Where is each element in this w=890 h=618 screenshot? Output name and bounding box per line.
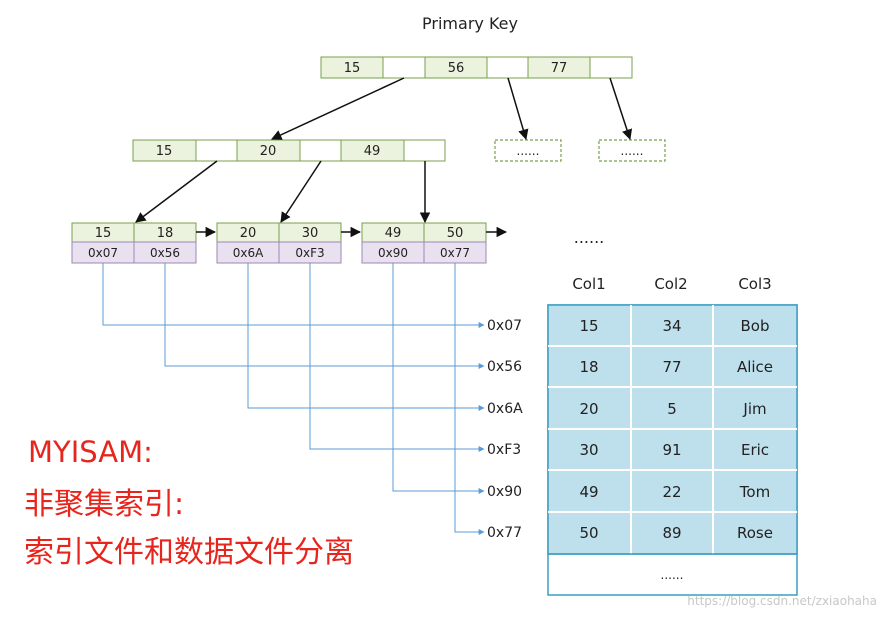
leaf-node: 15 18 0x07 0x56: [71, 222, 197, 264]
diagram-title: Primary Key: [422, 14, 518, 33]
caption-engine: MYISAM:: [28, 435, 153, 469]
leaf-node: 20 30 0x6A 0xF3: [216, 222, 342, 264]
table-more-rows: ......: [661, 568, 684, 582]
internal-pointer-cell: [403, 139, 446, 162]
leaf-node: 49 50 0x90 0x77: [361, 222, 487, 264]
placeholder-node: ......: [598, 139, 666, 162]
leaf-key: 18: [157, 226, 174, 241]
internal-key: 15: [156, 144, 173, 159]
leaf-address: 0x07: [88, 246, 118, 260]
row-address-label: 0xF3: [487, 442, 521, 458]
table-row: 20 5 Jim: [579, 400, 766, 418]
address-link: [164, 263, 485, 369]
table-cell: 91: [662, 441, 681, 459]
leaf-address: 0xF3: [295, 246, 324, 260]
table-row: 15 34 Bob: [579, 317, 769, 335]
table-cell: 49: [579, 483, 598, 501]
data-table: Col1 Col2 Col3 15 34 Bob 18 77 Alice 20 …: [547, 275, 798, 596]
table-row: 50 89 Rose: [579, 524, 773, 542]
more-leaves-ellipsis: ......: [574, 228, 605, 247]
tree-arrow: [609, 77, 633, 140]
internal-key: 20: [260, 144, 277, 159]
root-key: 15: [344, 61, 361, 76]
table-row: 18 77 Alice: [579, 358, 773, 376]
internal-pointer-cell: [299, 139, 342, 162]
tree-arrow: [507, 77, 529, 141]
table-cell: 89: [662, 524, 681, 542]
leaf-key: 20: [240, 226, 257, 241]
internal-node: 15 20 49: [132, 139, 446, 162]
address-links: [102, 263, 485, 535]
placeholder-dots: ......: [517, 144, 540, 158]
table-cell: Bob: [741, 317, 770, 335]
leaf-key: 30: [302, 226, 319, 241]
table-cell: 5: [667, 400, 677, 418]
caption-index-type: 非聚集索引:: [24, 487, 184, 522]
table-row: 30 91 Eric: [579, 441, 769, 459]
table-cell: Alice: [737, 358, 773, 376]
address-link: [392, 263, 485, 494]
root-pointer-cell: [382, 56, 426, 79]
row-address-label: 0x90: [487, 484, 522, 500]
table-header: Col1: [572, 275, 605, 293]
row-address-label: 0x6A: [487, 401, 523, 417]
table-cell: 18: [579, 358, 598, 376]
address-link: [102, 263, 485, 328]
tree-arrow: [280, 160, 322, 223]
table-cell: 34: [662, 317, 681, 335]
leaf-address: 0x56: [150, 246, 180, 260]
table-cell: Jim: [742, 400, 766, 418]
table-cell: 20: [579, 400, 598, 418]
tree-arrow: [271, 77, 405, 140]
table-cell: Rose: [737, 524, 773, 542]
internal-key: 49: [364, 144, 381, 159]
row-address-label: 0x56: [487, 359, 522, 375]
table-cell: 77: [662, 358, 681, 376]
table-cell: 50: [579, 524, 598, 542]
address-link: [309, 263, 485, 452]
root-pointer-cell: [589, 56, 633, 79]
leaf-address: 0x90: [378, 246, 408, 260]
leaf-address: 0x6A: [233, 246, 264, 260]
table-cell: Tom: [739, 483, 770, 501]
row-address-label: 0x77: [487, 525, 522, 541]
table-row: 49 22 Tom: [579, 483, 770, 501]
tree-arrows: [135, 77, 633, 238]
root-key: 56: [448, 61, 465, 76]
tree-arrow: [135, 160, 218, 223]
placeholder-node: ......: [494, 139, 562, 162]
leaf-key: 50: [447, 226, 464, 241]
table-cell: 22: [662, 483, 681, 501]
address-link: [454, 263, 485, 535]
root-node: 15 56 77: [320, 56, 633, 79]
leaf-key: 15: [95, 226, 112, 241]
leaf-key: 49: [385, 226, 402, 241]
table-header: Col2: [654, 275, 687, 293]
row-address-label: 0x07: [487, 318, 522, 334]
watermark: https://blog.csdn.net/zxiaohaha: [687, 594, 877, 608]
table-cell: Eric: [741, 441, 769, 459]
table-header: Col3: [738, 275, 771, 293]
caption: MYISAM: 非聚集索引: 索引文件和数据文件分离: [24, 435, 354, 570]
root-key: 77: [551, 61, 568, 76]
root-pointer-cell: [486, 56, 529, 79]
leaf-address: 0x77: [440, 246, 470, 260]
caption-description: 索引文件和数据文件分离: [24, 535, 354, 570]
table-cell: 15: [579, 317, 598, 335]
table-cell: 30: [579, 441, 598, 459]
address-link: [247, 263, 485, 411]
internal-pointer-cell: [195, 139, 238, 162]
placeholder-dots: ......: [621, 144, 644, 158]
